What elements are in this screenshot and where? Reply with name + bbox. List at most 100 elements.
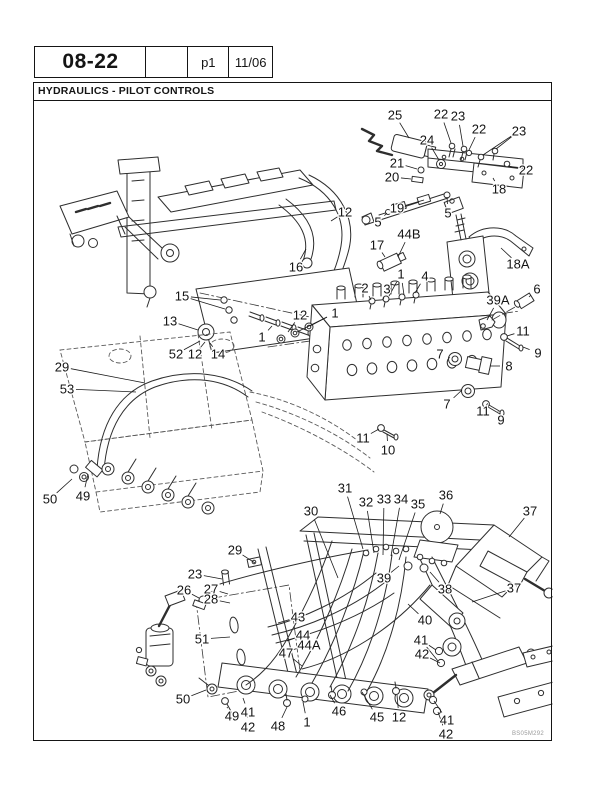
leader-line: [210, 636, 231, 639]
callout-38: 38: [438, 582, 452, 597]
leader-line: [191, 593, 200, 599]
callout-42: 42: [241, 720, 255, 735]
callout-44B: 44B: [397, 227, 420, 242]
callout-29: 29: [55, 360, 69, 375]
leader-line: [528, 295, 531, 298]
callout-5: 5: [374, 215, 381, 230]
pilot-hose-art: [69, 373, 253, 515]
leader-line: [242, 554, 256, 564]
lower-manifold-assembly-art: [192, 510, 553, 718]
callout-26: 26: [177, 583, 191, 598]
leader-line: [426, 646, 439, 662]
phantom-frame-art: [59, 331, 375, 513]
leader-line: [329, 694, 335, 704]
leader-line: [448, 356, 451, 359]
callout-17: 17: [370, 238, 384, 253]
callout-9: 9: [534, 346, 541, 361]
leader-lines: [56, 122, 531, 726]
callout-37: 37: [507, 581, 521, 596]
leader-line: [70, 368, 146, 384]
callout-24: 24: [420, 133, 434, 148]
pilot-valve-assembly-art: [360, 127, 534, 300]
callout-52: 52: [169, 347, 183, 362]
callout-12: 12: [293, 308, 307, 323]
leader-line: [485, 403, 488, 407]
leader-line: [400, 177, 412, 180]
joystick-valve-art: [135, 589, 186, 687]
leader-line: [291, 647, 301, 651]
callout-1: 1: [397, 267, 404, 282]
leader-line: [267, 325, 273, 331]
callout-39: 39: [377, 571, 391, 586]
leader-line: [433, 700, 443, 713]
leader-line: [191, 689, 207, 697]
callout-31: 31: [338, 481, 352, 496]
callout-9: 9: [497, 413, 504, 428]
leader-line: [277, 619, 290, 624]
leader-line: [388, 281, 398, 297]
callout-35: 35: [411, 497, 425, 512]
leader-line: [309, 316, 328, 327]
leader-line: [347, 496, 364, 550]
leader-line: [361, 691, 373, 710]
callout-22: 22: [519, 163, 533, 178]
callout-50: 50: [43, 492, 57, 507]
callout-1: 1: [303, 715, 310, 730]
leader-line: [281, 706, 288, 719]
leader-line: [468, 136, 476, 151]
callout-18: 18: [492, 182, 506, 197]
leader-line: [439, 503, 444, 515]
leader-line: [407, 603, 419, 615]
callout-1: 1: [258, 330, 265, 345]
leader-line: [401, 282, 405, 296]
leader-line: [398, 512, 416, 561]
callout-23: 23: [512, 124, 526, 139]
main-control-valve-art: [267, 274, 535, 441]
leader-line: [508, 517, 525, 538]
page-number: 08-22: [62, 50, 119, 73]
callout-47: 47: [279, 646, 293, 661]
leader-line: [414, 283, 421, 294]
callout-2: 2: [361, 281, 368, 296]
callout-39A: 39A: [486, 293, 509, 308]
leader-line: [242, 697, 246, 704]
callout-14: 14: [211, 347, 225, 362]
leader-line: [390, 507, 400, 557]
callout-8: 8: [505, 359, 512, 374]
callout-22: 22: [472, 122, 486, 137]
leader-line: [368, 295, 372, 301]
page-number-cell: 08-22: [34, 46, 147, 78]
callout-32: 32: [359, 495, 373, 510]
bolt-icons: [448, 142, 511, 168]
leader-line: [330, 216, 338, 222]
header-empty-cell: [145, 46, 189, 78]
callout-36: 36: [439, 488, 453, 503]
callout-33: 33: [377, 492, 391, 507]
leader-line: [381, 252, 386, 258]
callout-3: 3: [383, 282, 390, 297]
leader-line: [382, 507, 385, 556]
callout-4: 4: [421, 269, 428, 284]
leader-line: [522, 346, 530, 351]
leader-line: [183, 340, 201, 351]
callout-23: 23: [451, 109, 465, 124]
leader-line: [190, 296, 221, 301]
leader-line: [405, 199, 425, 206]
revision-date: 11/06: [234, 54, 267, 70]
leader-line: [300, 248, 307, 260]
callout-18A: 18A: [506, 257, 529, 272]
leader-line: [459, 124, 464, 147]
leader-line: [492, 177, 496, 182]
callout-12: 12: [392, 710, 406, 725]
callout-22: 22: [434, 107, 448, 122]
callout-29: 29: [228, 543, 242, 558]
leader-line: [437, 711, 444, 726]
loader-frame-art: [59, 156, 471, 354]
leader-line: [482, 135, 512, 156]
callout-11: 11: [356, 431, 370, 446]
leader-line: [203, 575, 223, 580]
leader-line: [429, 571, 440, 583]
figure-code: BS05M292: [512, 731, 544, 737]
leader-line: [431, 147, 440, 161]
